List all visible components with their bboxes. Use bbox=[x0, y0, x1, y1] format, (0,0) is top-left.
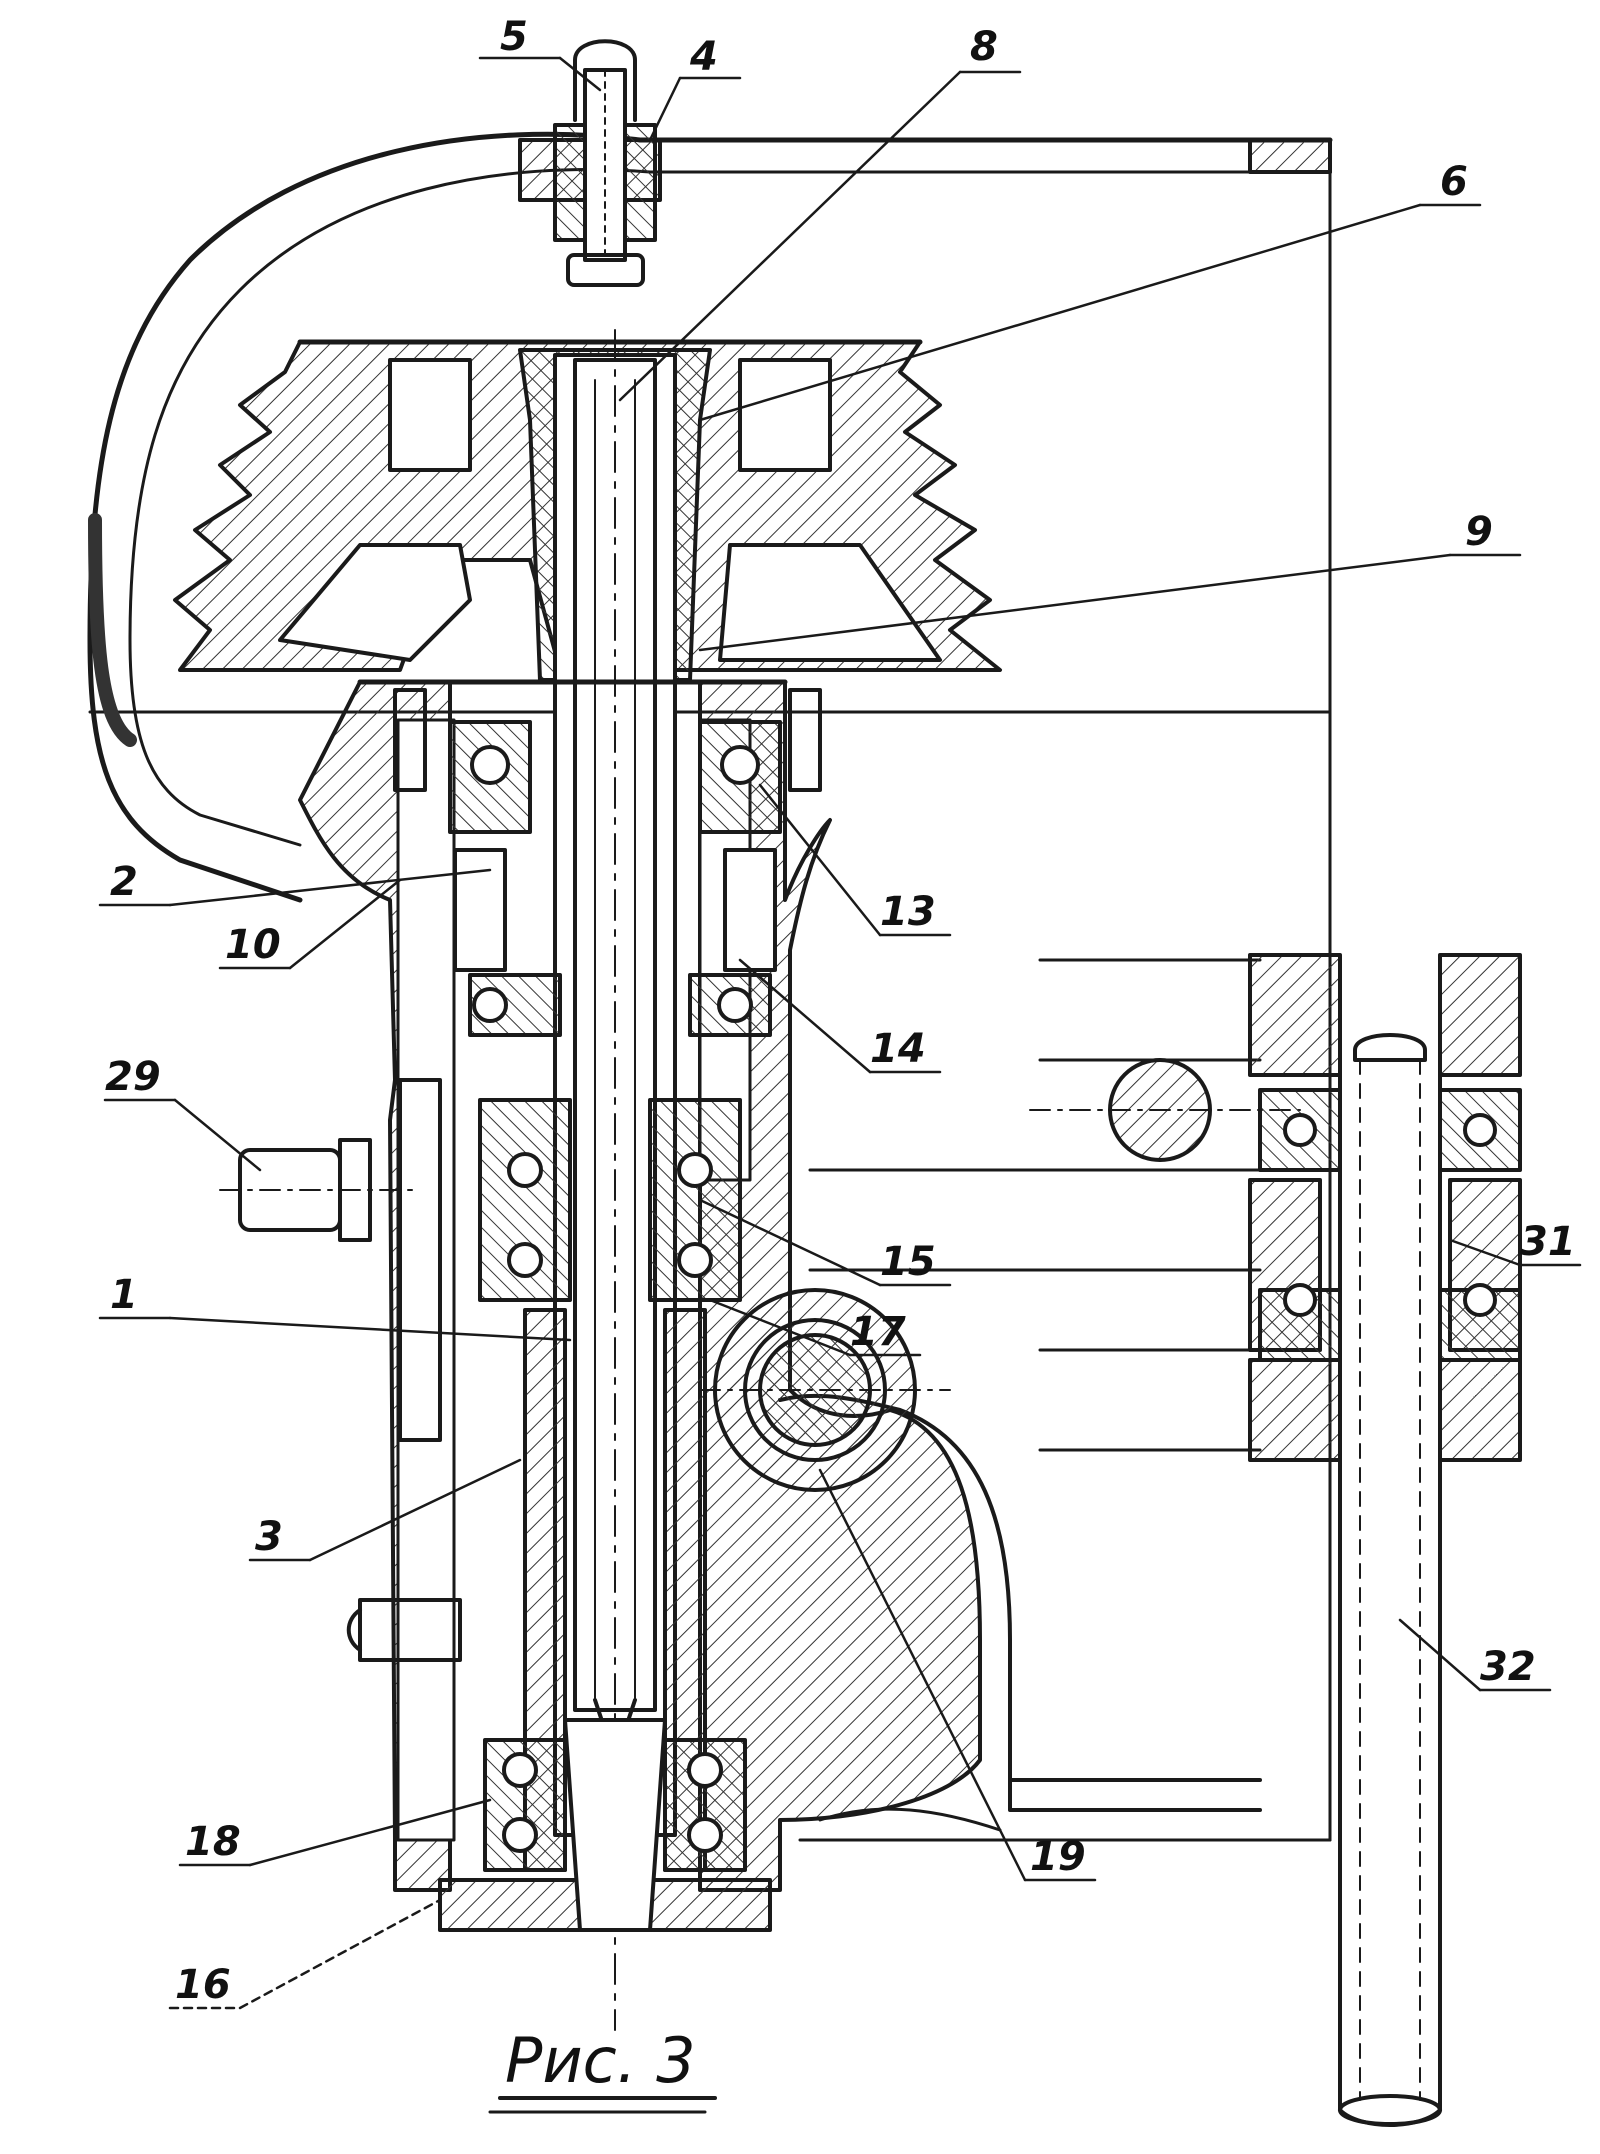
transverse-shaft bbox=[808, 958, 1301, 1452]
flange-pins bbox=[393, 688, 822, 792]
lubrication-plunger bbox=[553, 39, 657, 287]
callout-18: 18 bbox=[185, 1819, 241, 1865]
middle-bearings bbox=[478, 1098, 742, 1302]
callout-16: 16 bbox=[175, 1962, 231, 2008]
callout-19: 19 bbox=[1030, 1834, 1086, 1880]
callout-31: 31 bbox=[1520, 1219, 1576, 1265]
callout-29: 29 bbox=[105, 1054, 161, 1100]
leader-lines bbox=[98, 56, 1582, 2114]
upper-bearings bbox=[448, 720, 782, 1037]
handle-stub bbox=[219, 1138, 421, 1242]
callout-2: 2 bbox=[110, 859, 138, 905]
callout-9: 9 bbox=[1465, 509, 1493, 555]
callout-17: 17 bbox=[850, 1309, 906, 1355]
callout-labels: 5 4 8 6 9 2 13 10 14 29 15 31 1 17 3 32 … bbox=[105, 14, 1576, 2008]
callout-10: 10 bbox=[225, 922, 281, 968]
callout-5: 5 bbox=[500, 14, 528, 60]
lock-screw bbox=[346, 1598, 462, 1662]
callout-4: 4 bbox=[689, 34, 718, 80]
callout-3: 3 bbox=[255, 1514, 283, 1560]
lower-bearings bbox=[438, 1718, 772, 1932]
housing-bracket bbox=[699, 1288, 1332, 1842]
callout-8: 8 bbox=[970, 24, 998, 70]
callout-32: 32 bbox=[1480, 1644, 1536, 1690]
callout-15: 15 bbox=[880, 1239, 936, 1285]
callout-14: 14 bbox=[870, 1026, 926, 1072]
callout-1: 1 bbox=[110, 1272, 138, 1318]
callout-13: 13 bbox=[880, 889, 936, 935]
side-column bbox=[1248, 953, 1522, 2127]
callout-6: 6 bbox=[1440, 159, 1468, 205]
figure-caption: Рис. 3 bbox=[505, 2024, 696, 2097]
